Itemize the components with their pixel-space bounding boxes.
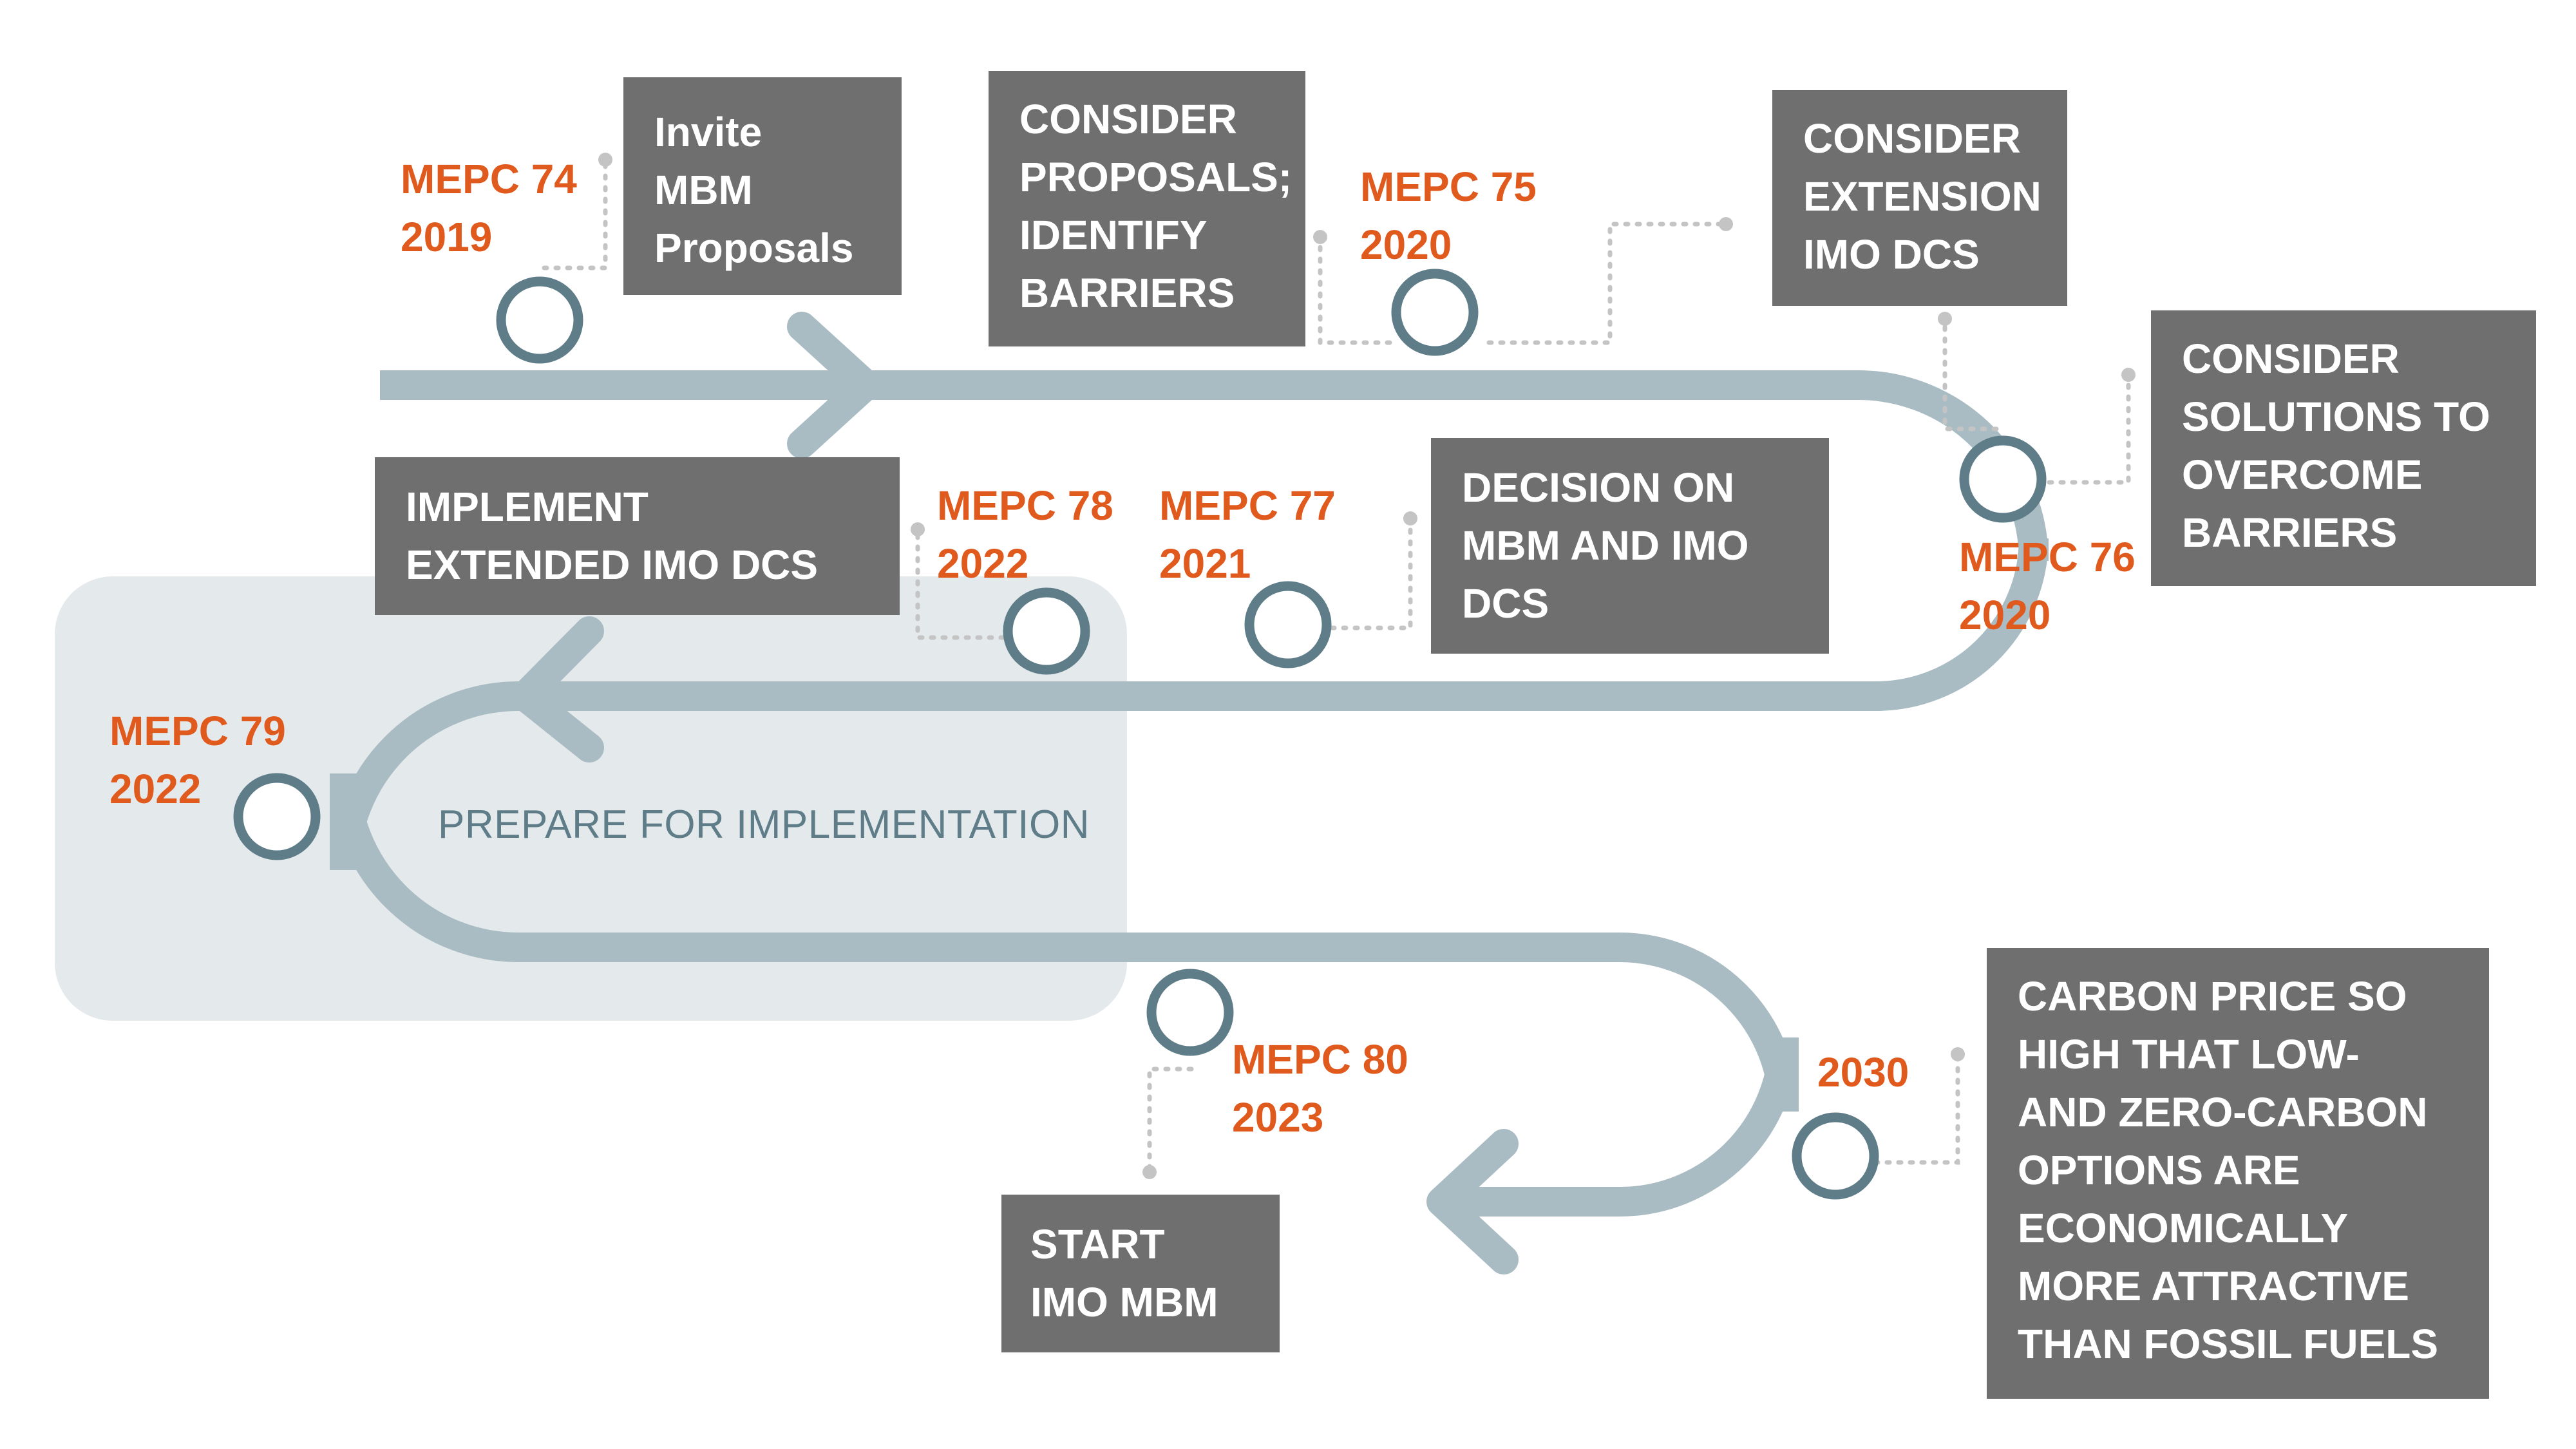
connector-dot-mepc76-right [2121,368,2136,382]
connector-mepc75-left [1318,234,1392,345]
connector-mepc78 [915,527,1006,640]
connector-dot-2030 [1951,1047,1965,1061]
connector-dot-mepc74 [598,153,612,167]
node-mepc79 [233,773,321,860]
connector-dot-mepc77 [1403,511,1417,526]
node-mepc77 [1244,581,1332,668]
arrowhead-left-middle [510,616,604,762]
node-mepc76 [1959,435,2047,523]
node-mepc75 [1391,269,1479,356]
region-label: PREPARE FOR IMPLEMENTATION [438,802,1090,847]
arrowhead-left-bottom [1426,1129,1519,1274]
node-2030 [1792,1112,1879,1200]
connector-dot-mepc75-left [1313,230,1327,244]
connector-mepc76-right [2047,372,2131,485]
milestone-2030-label: 2030 [1817,1049,1909,1095]
connector-dot-mepc75-right [1719,217,1733,231]
timeline-path [330,370,2049,1217]
node-mepc74 [496,276,583,364]
connector-mepc77 [1329,516,1413,630]
connector-dot-mepc78 [911,522,925,536]
connector-dot-mepc80 [1142,1165,1157,1179]
connector-mepc75-right [1486,222,1728,345]
connector-mepc80 [1147,1066,1194,1175]
node-mepc78 [1003,587,1090,675]
connector-mepc74 [542,157,608,270]
arrowhead-right [787,312,881,459]
node-mepc80 [1146,969,1234,1056]
connector-dot-mepc76-left [1938,312,1952,326]
connector-2030 [1873,1052,1960,1165]
